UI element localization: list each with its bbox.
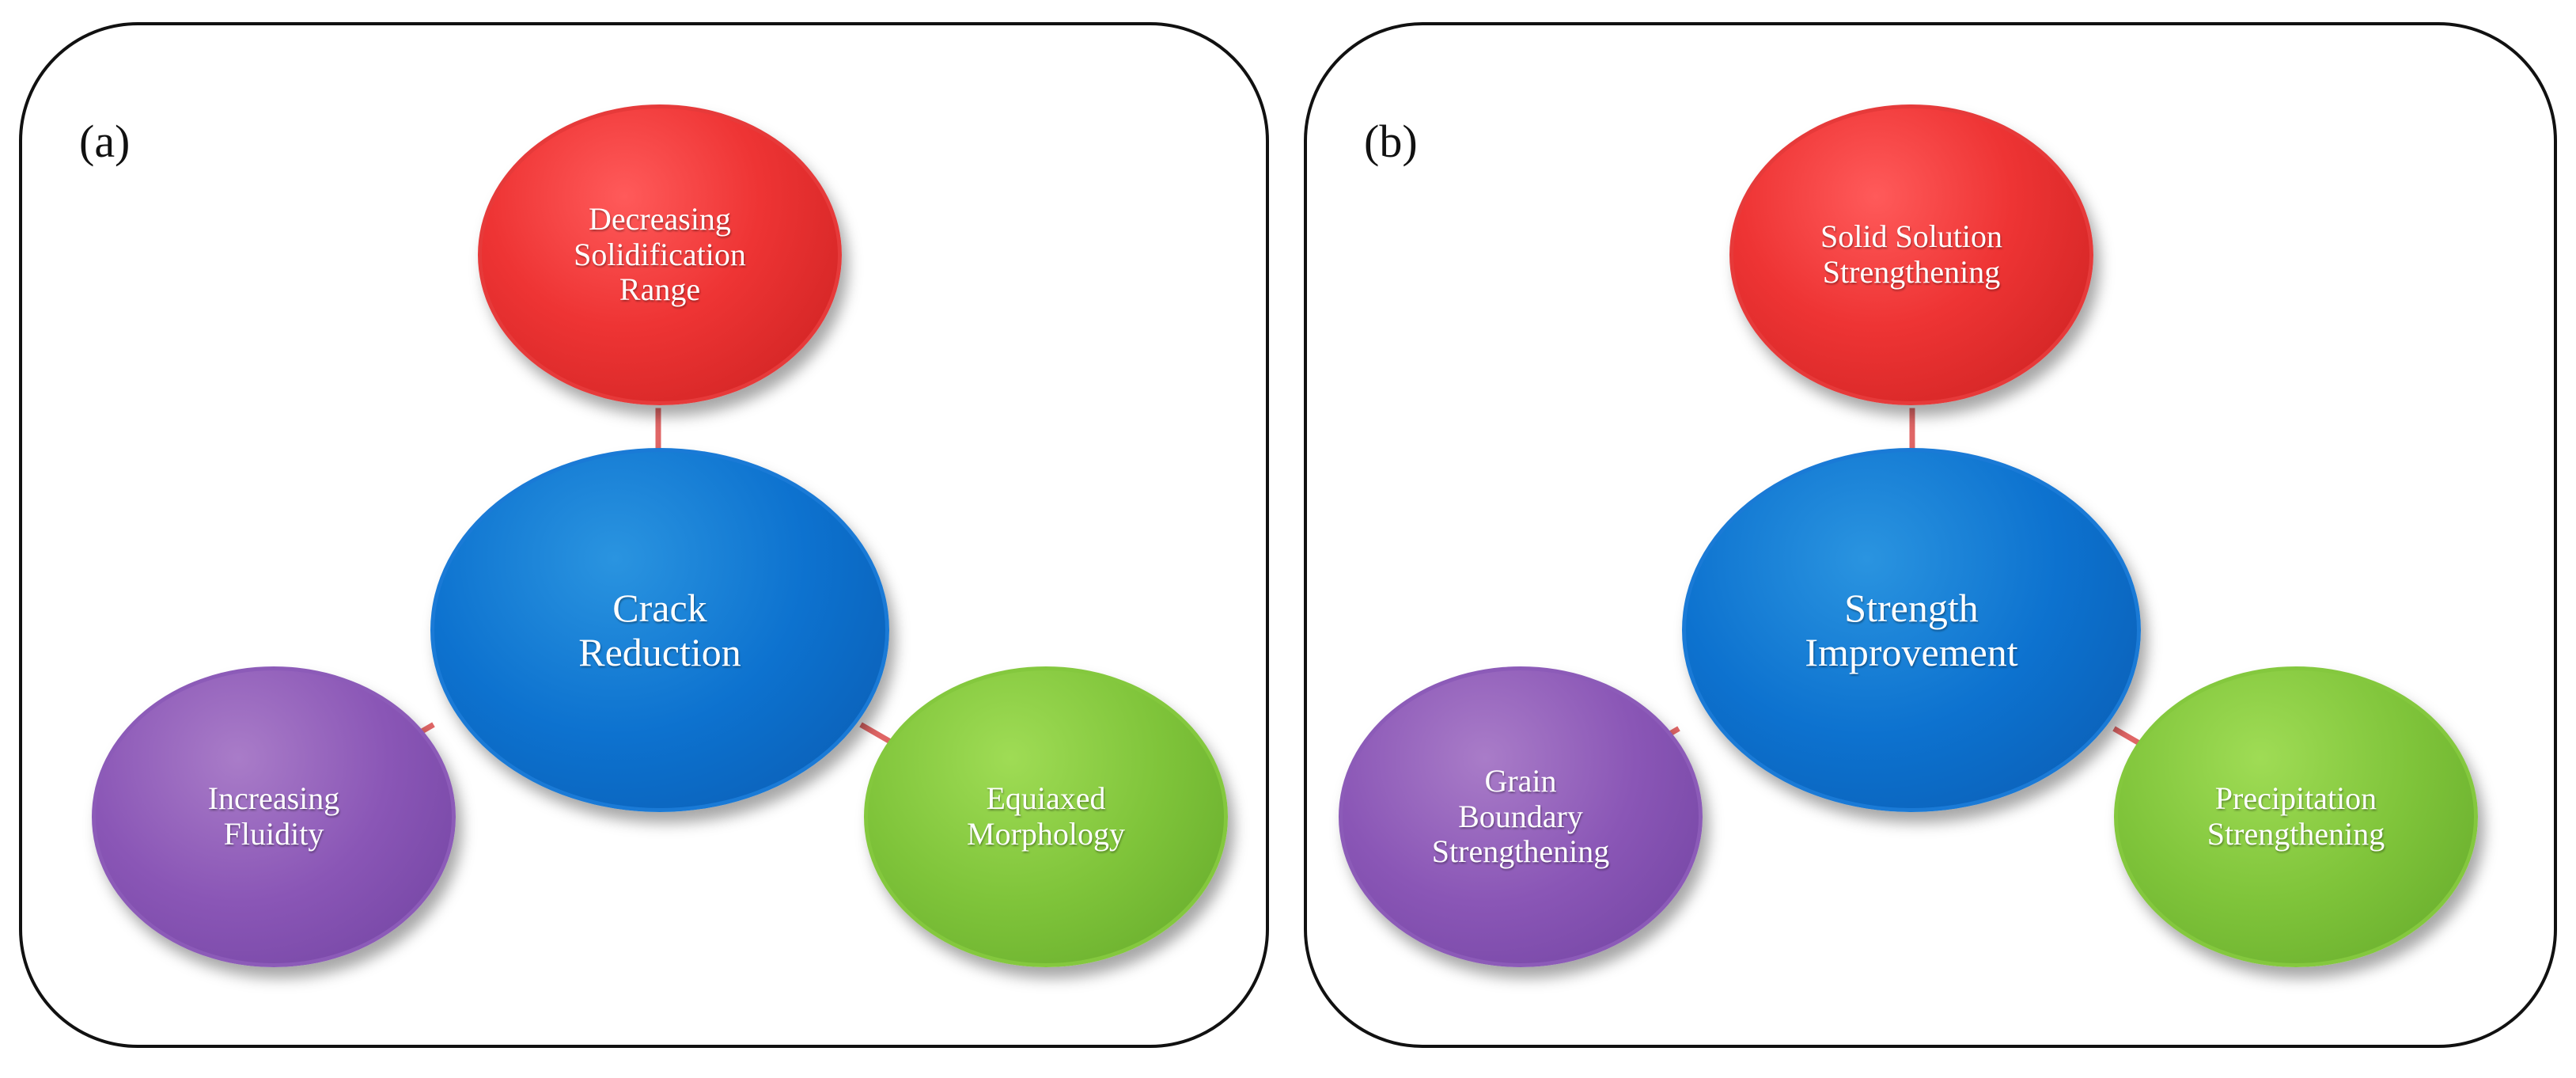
node-left: Grain Boundary Strengthening (1339, 666, 1703, 967)
node-right: Equiaxed Morphology (864, 666, 1228, 967)
node-center-label: Strength Improvement (1805, 586, 2018, 674)
node-top-label: Decreasing Solidification Range (574, 200, 746, 308)
panel-a: (a) Decreasing Solidification Range Crac… (19, 22, 1269, 1048)
node-right-label: Equiaxed Morphology (967, 780, 1125, 852)
node-center: Crack Reduction (430, 448, 889, 812)
node-right: Precipitation Strengthening (2114, 666, 2478, 967)
node-right-label: Precipitation Strengthening (2207, 780, 2385, 852)
node-left-label: Increasing Fluidity (207, 780, 340, 852)
panel-label: (b) (1364, 116, 1418, 167)
node-top: Decreasing Solidification Range (478, 104, 842, 405)
node-left-label: Grain Boundary Strengthening (1431, 762, 1610, 870)
node-top: Solid Solution Strengthening (1729, 104, 2093, 405)
panel-label: (a) (79, 116, 131, 167)
node-center: Strength Improvement (1682, 448, 2141, 812)
node-left: Increasing Fluidity (92, 666, 456, 967)
node-center-label: Crack Reduction (578, 586, 741, 674)
panel-b: (b) Solid Solution Strengthening Strengt… (1304, 22, 2557, 1048)
node-top-label: Solid Solution Strengthening (1820, 218, 2003, 290)
